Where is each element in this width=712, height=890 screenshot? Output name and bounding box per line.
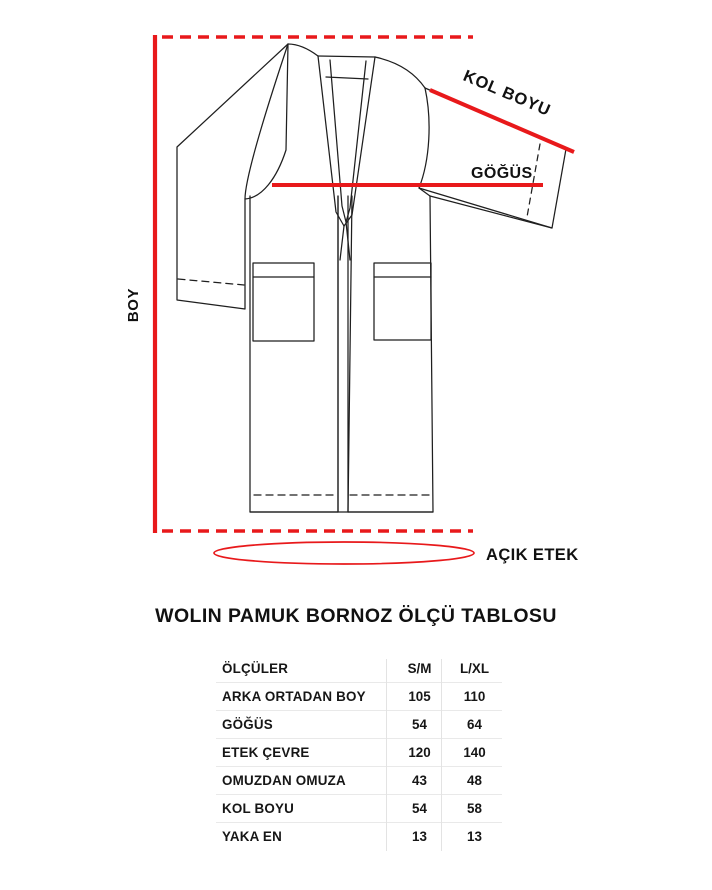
collar-inner-left xyxy=(329,59,347,223)
row-value-sm: 120 xyxy=(408,745,431,760)
size-table-title: WOLIN PAMUK BORNOZ ÖLÇÜ TABLOSU xyxy=(155,605,557,627)
left-shoulder-seam xyxy=(287,43,319,57)
header-size-sm: S/M xyxy=(407,661,432,676)
row-label: YAKA EN xyxy=(222,829,282,844)
measurement-guides-group xyxy=(152,35,575,565)
garment-outline-group xyxy=(176,43,567,513)
center-front-opening xyxy=(337,195,349,513)
chest-label: GÖĞÜS xyxy=(471,163,533,182)
left-sleeve-cuff-hem xyxy=(177,278,245,286)
row-value-lxl: 64 xyxy=(467,717,482,732)
table-row: ARKA ORTADAN BOY 105 110 xyxy=(216,682,502,711)
row-value-sm: 43 xyxy=(412,773,427,788)
bathrobe-technical-drawing: BOY KOL BOYU GÖĞÜS AÇIK ETEK xyxy=(125,35,579,565)
size-table-body: ARKA ORTADAN BOY 105 110 GÖĞÜS 54 64 ETE… xyxy=(216,682,502,851)
row-value-sm: 54 xyxy=(412,717,427,732)
size-table-container: ÖLÇÜLER S/M L/XL ARKA ORTADAN BOY 105 11… xyxy=(216,655,502,851)
left-sleeve-outline xyxy=(176,43,289,310)
collar-outer-left xyxy=(317,55,345,227)
body-left-panel xyxy=(249,195,339,513)
row-value-lxl: 13 xyxy=(467,829,482,844)
row-label: ARKA ORTADAN BOY xyxy=(222,689,366,704)
row-value-sm: 54 xyxy=(412,801,427,816)
right-armhole-curve xyxy=(418,87,431,197)
collar-lower-right xyxy=(345,221,351,261)
collar-lower-left xyxy=(339,225,345,261)
body-right-panel xyxy=(347,195,434,513)
sleeve-length-measure-line xyxy=(429,88,575,154)
right-sleeve-underseam xyxy=(418,187,553,229)
body-left-shoulder-edge xyxy=(244,43,289,200)
collar-inner-right xyxy=(345,60,367,223)
table-row: OMUZDAN OMUZA 43 48 xyxy=(216,766,502,795)
size-table-head: ÖLÇÜLER S/M L/XL xyxy=(216,655,502,683)
row-value-lxl: 48 xyxy=(467,773,482,788)
table-header-row: ÖLÇÜLER S/M L/XL xyxy=(216,655,502,683)
row-value-lxl: 110 xyxy=(463,689,486,704)
row-value-sm: 105 xyxy=(408,689,431,704)
size-table: ÖLÇÜLER S/M L/XL ARKA ORTADAN BOY 105 11… xyxy=(216,655,502,850)
row-value-sm: 13 xyxy=(412,829,427,844)
row-value-lxl: 140 xyxy=(463,745,486,760)
length-label: BOY xyxy=(125,288,142,322)
table-row: GÖĞÜS 54 64 xyxy=(216,710,502,739)
row-value-lxl: 58 xyxy=(467,801,482,816)
table-row: KOL BOYU 54 58 xyxy=(216,794,502,823)
pocket-right xyxy=(373,262,432,341)
pocket-left xyxy=(252,262,315,342)
collar-band-bottom xyxy=(325,76,369,80)
open-hem-label: AÇIK ETEK xyxy=(486,546,579,564)
table-row: ETEK ÇEVRE 120 140 xyxy=(216,738,502,767)
header-measure: ÖLÇÜLER xyxy=(222,661,289,676)
row-label: ETEK ÇEVRE xyxy=(222,745,310,760)
column-separator-2 xyxy=(441,659,443,851)
right-shoulder-seam xyxy=(374,56,426,89)
row-label: KOL BOYU xyxy=(222,801,295,816)
collar-band-top xyxy=(317,55,376,58)
collar-outer-right xyxy=(343,56,376,227)
row-label: OMUZDAN OMUZA xyxy=(222,773,346,788)
column-separator-1 xyxy=(386,659,388,851)
open-hem-ellipse xyxy=(213,541,475,565)
row-label: GÖĞÜS xyxy=(222,717,273,732)
diagram-canvas: BOY KOL BOYU GÖĞÜS AÇIK ETEK xyxy=(125,35,579,565)
right-sleeve-cuff-hem xyxy=(526,143,541,218)
table-row: YAKA EN 13 13 xyxy=(216,822,502,851)
header-size-lxl: L/XL xyxy=(459,661,489,676)
sleeve-length-label: KOL BOYU xyxy=(461,67,554,120)
